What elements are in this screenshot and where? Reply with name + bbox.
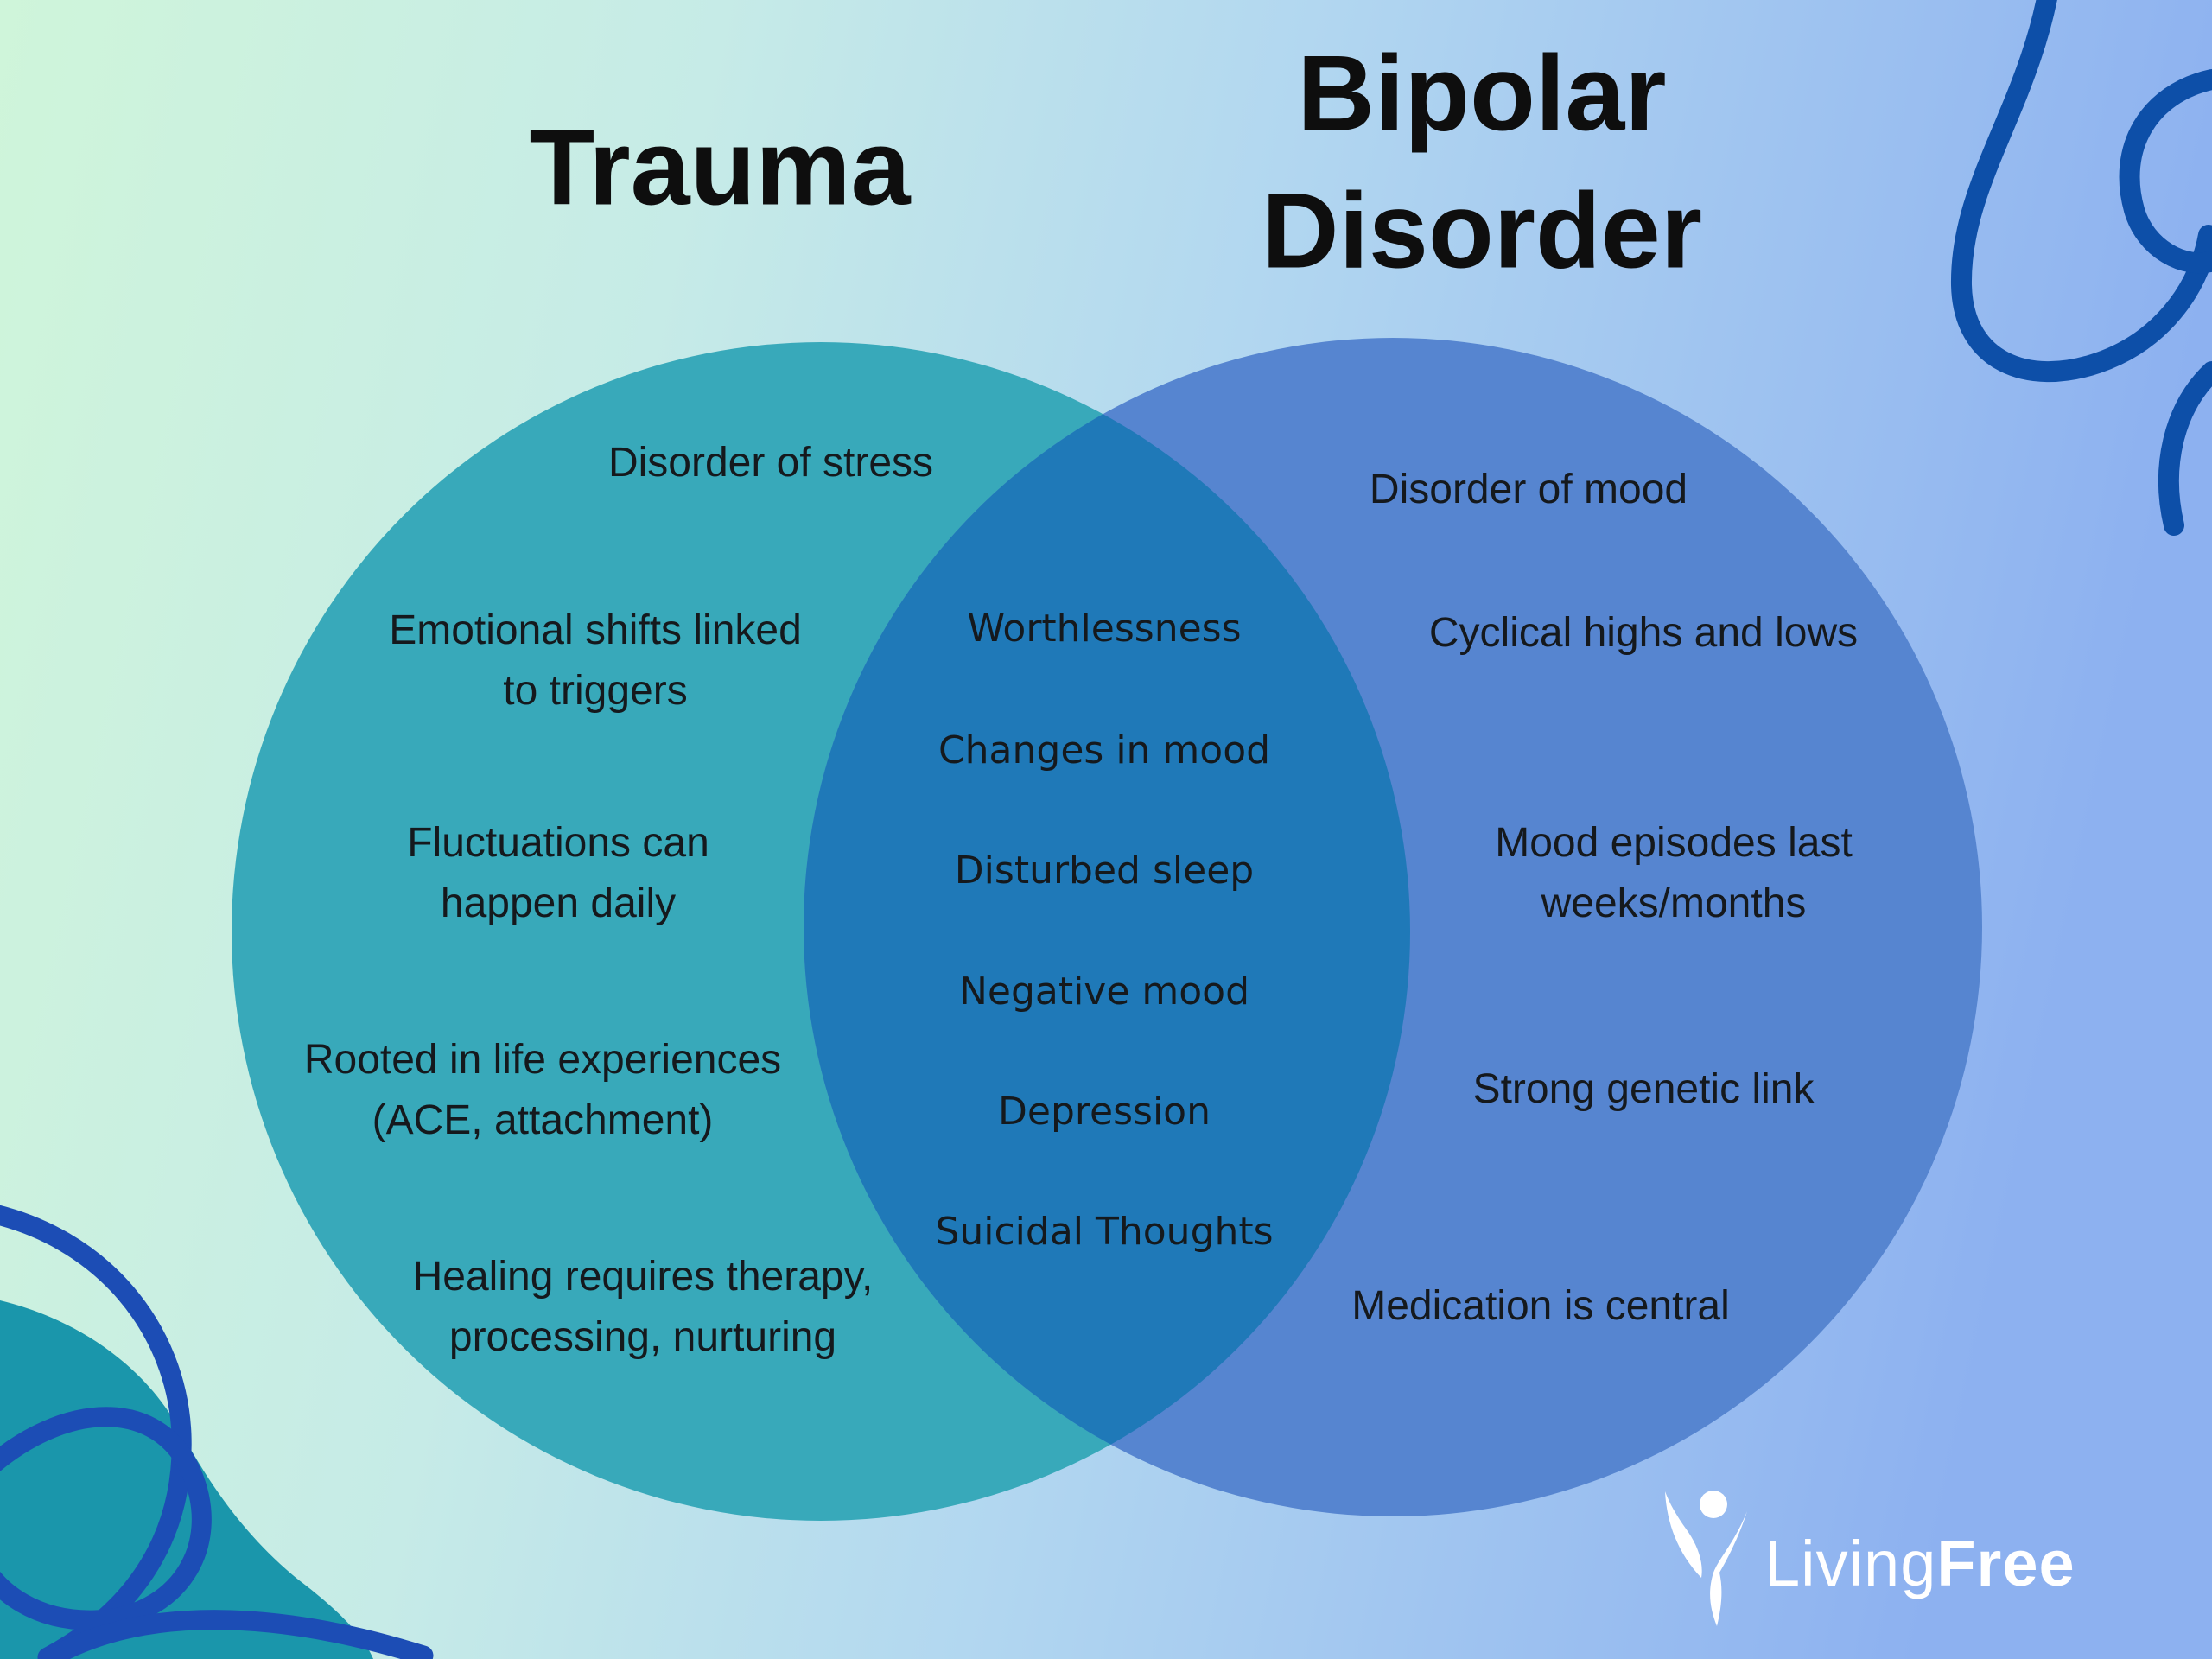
right-item: Strong genetic link [1472, 1065, 1815, 1112]
brand-wordmark-regular: Living [1764, 1528, 1937, 1599]
scribble-line-3 [41, 1610, 434, 1659]
shared-item: Depression [998, 1090, 1211, 1134]
left-circle-title: Trauma [529, 108, 911, 228]
shared-item: Suicidal Thoughts [935, 1210, 1274, 1254]
overlap-lens-shape [804, 342, 1410, 1516]
person-figure-icon [1665, 1491, 1747, 1626]
left-item: Healing requires therapy, processing, nu… [412, 1253, 874, 1360]
squiggle-lines [1950, 0, 2212, 536]
left-item: Disorder of stress [607, 439, 934, 486]
shared-item: Changes in mood [938, 728, 1271, 772]
brand-wordmark-bold: Free [1936, 1528, 2075, 1599]
right-item: Cyclical highs and lows [1428, 609, 1859, 656]
left-item: Rooted in life experiences (ACE, attachm… [303, 1036, 782, 1143]
left-item: Emotional shifts linked to triggers [389, 607, 802, 714]
shared-item: Worthlessness [967, 607, 1242, 651]
right-circle-title: Bipolar Disorder [1262, 34, 1702, 290]
left-item: Fluctuations can happen daily [407, 819, 709, 926]
shared-item: Negative mood [958, 969, 1250, 1014]
right-item: Disorder of mood [1369, 466, 1688, 512]
right-item: Medication is central [1351, 1282, 1730, 1329]
squiggle-line-3 [2158, 361, 2212, 536]
right-item: Mood episodes last weeks/months [1495, 819, 1853, 926]
squiggle-line-1 [1950, 0, 2212, 383]
scribble-lines [0, 1205, 434, 1659]
scribble-line-1 [0, 1205, 192, 1659]
shared-item: Disturbed sleep [954, 849, 1255, 893]
squiggle-line-2 [2119, 69, 2212, 274]
brand-wordmark: LivingFree [1764, 1532, 2075, 1596]
scribble-line-2 [0, 1407, 212, 1630]
